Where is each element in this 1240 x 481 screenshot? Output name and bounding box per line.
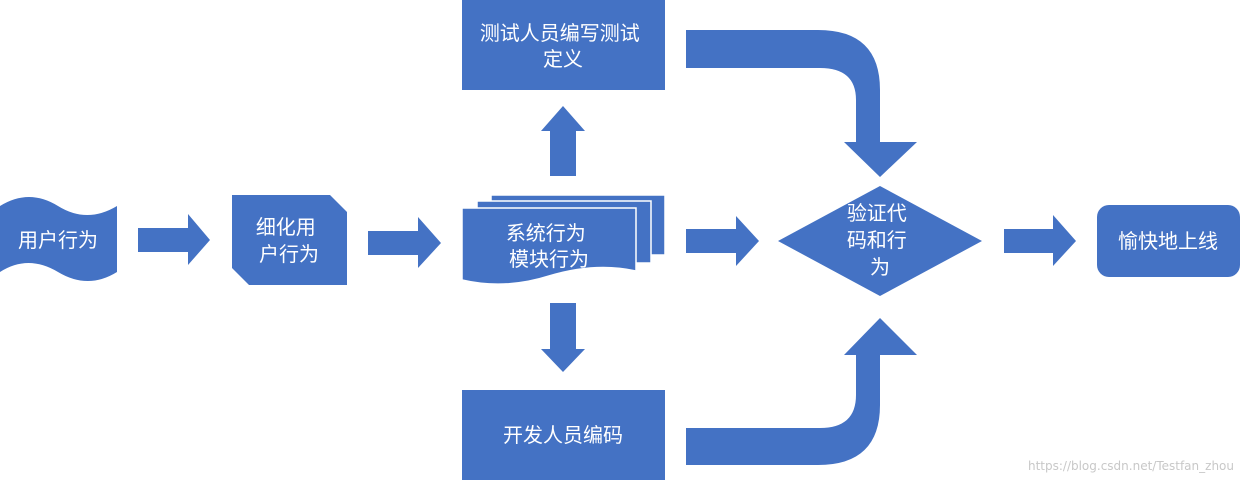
node-refine-behavior-line-2: 户行为	[259, 242, 319, 266]
node-tester-define-label: 测试人员编写测试 定义	[480, 21, 646, 71]
node-dev-code-line-1: 开发人员编码	[503, 423, 623, 447]
node-verify-label: 验证代 码和行 为	[847, 201, 913, 279]
node-system-behavior-line-2: 模块行为	[509, 247, 589, 271]
node-verify-line-3: 为	[870, 255, 890, 279]
node-tester-define: 测试人员编写测试 定义	[462, 0, 665, 90]
arrow-system-to-tester	[541, 106, 585, 176]
node-refine-behavior-label: 细化用 户行为	[256, 215, 322, 266]
arrow-refine-to-system	[368, 217, 441, 268]
node-release-label: 愉快地上线	[1118, 229, 1218, 253]
node-system-behavior-label: 系统行为 模块行为	[506, 221, 592, 271]
node-dev-code: 开发人员编码	[462, 390, 665, 480]
node-verify-line-2: 码和行	[847, 228, 907, 252]
curved-arrow-tester-to-verify	[686, 30, 917, 177]
node-verify-line-1: 验证代	[847, 201, 907, 225]
watermark-text: https://blog.csdn.net/Testfan_zhou	[1028, 459, 1234, 473]
node-refine-behavior-line-1: 细化用	[256, 215, 316, 239]
node-refine-behavior: 细化用 户行为	[232, 195, 347, 285]
node-system-behavior-line-1: 系统行为	[506, 221, 586, 245]
curved-arrow-dev-to-verify	[686, 318, 917, 465]
node-user-behavior: 用户行为	[0, 197, 117, 281]
node-tester-define-line-2: 定义	[543, 47, 583, 71]
node-verify: 验证代 码和行 为	[778, 186, 982, 296]
node-system-behavior: 系统行为 模块行为	[461, 194, 666, 285]
node-release: 愉快地上线	[1097, 205, 1240, 277]
arrow-user-to-refine	[138, 214, 210, 265]
arrow-verify-to-release	[1004, 215, 1076, 266]
arrow-system-to-verify	[686, 216, 759, 266]
node-user-behavior-line-1: 用户行为	[18, 228, 98, 252]
node-release-line-1: 愉快地上线	[1118, 229, 1218, 253]
node-tester-define-line-1: 测试人员编写测试	[480, 21, 640, 45]
node-user-behavior-label: 用户行为	[18, 228, 98, 252]
arrow-system-to-dev	[541, 303, 585, 372]
node-dev-code-label: 开发人员编码	[503, 423, 623, 447]
